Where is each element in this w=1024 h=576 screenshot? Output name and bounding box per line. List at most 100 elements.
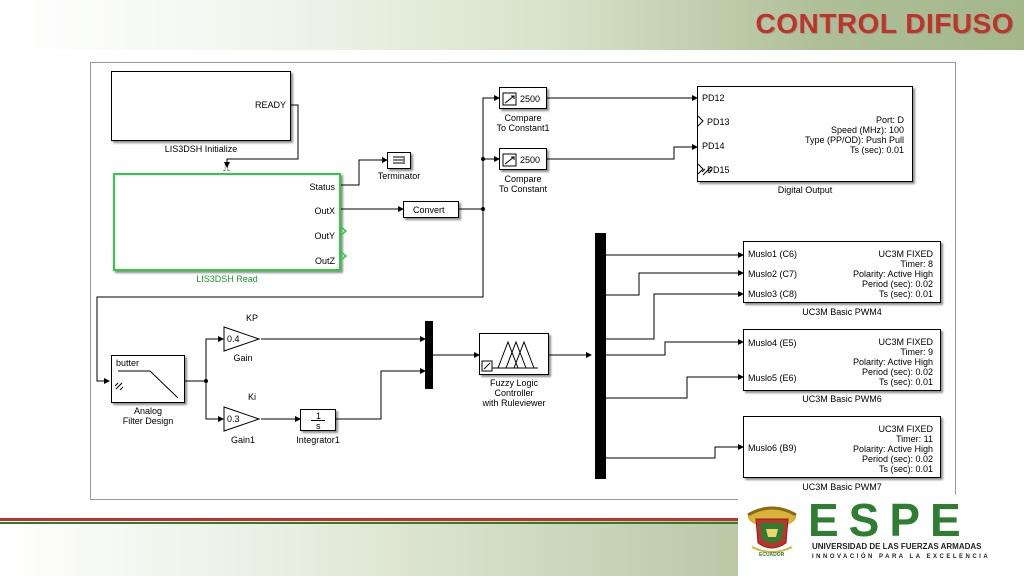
muslo4-port-label: Muslo4 (E5): [748, 338, 797, 348]
pwm7-param-name: UC3M FIXED: [878, 424, 933, 434]
pwm6-caption: UC3M Basic PWM6: [802, 394, 882, 404]
muslo3-port-label: Muslo3 (C8): [748, 289, 798, 299]
compare2-caption-2: To Constant: [498, 184, 548, 194]
pwm6-param-period: Period (sec): 0.02: [861, 367, 933, 377]
fuzzy-caption-2: Controller: [494, 388, 534, 398]
espe-subtitle-2: INNOVACIÓN PARA LA EXCELENCIA: [812, 554, 991, 560]
type-param: Type (PP/OD): Push Pull: [804, 135, 904, 145]
status-port-label: Status: [309, 182, 335, 192]
pwm4-caption: UC3M Basic PWM4: [802, 307, 882, 317]
pwm4-param-timer: Timer: 8: [900, 259, 933, 269]
uc3m-basic-pwm4-block[interactable]: Muslo1 (C6) Muslo2 (C7) Muslo3 (C8) UC3M…: [743, 241, 941, 303]
terminator-icon: [393, 156, 405, 164]
link-icon: [701, 166, 713, 176]
membership-functions-icon: [481, 340, 538, 372]
lis3dsh-initialize-caption: LIS3DSH Initialize: [164, 144, 238, 154]
compare-to-constant-block[interactable]: 2500: [499, 148, 547, 170]
speed-param: Speed (MHz): 100: [830, 125, 904, 135]
footer-red-stripe: [0, 518, 738, 521]
uc3m-basic-pwm6-block[interactable]: Muslo4 (E5) Muslo5 (E6) UC3M FIXED Timer…: [743, 329, 941, 391]
pwm7-param-polarity: Polarity: Active High: [852, 444, 933, 454]
seal-country-label: ECUADOR: [759, 552, 785, 558]
espe-subtitle-1: UNIVERSIDAD DE LAS FUERZAS ARMADAS: [812, 542, 982, 551]
pwm4-param-name: UC3M FIXED: [878, 249, 933, 259]
pd15-port-label: PD15: [707, 165, 730, 175]
pwm7-param-ts: Ts (sec): 0.01: [878, 464, 933, 474]
integrator-denominator: s: [316, 421, 321, 431]
read-output-port-arrows: [341, 227, 348, 261]
terminator-caption: Terminator: [377, 171, 421, 181]
lis3dsh-initialize-block[interactable]: READY: [111, 71, 291, 141]
mux-block[interactable]: [425, 321, 433, 389]
muslo5-port-label: Muslo5 (E6): [748, 373, 797, 383]
lis3dsh-read-block[interactable]: Status OutX OutY OutZ: [113, 173, 341, 271]
filter-caption-1: Analog: [133, 406, 163, 416]
pwm4-param-period: Period (sec): 0.02: [861, 279, 933, 289]
digital-output-block[interactable]: PD12 PD13 PD14 PD15 Port: D Speed (MHz):…: [697, 86, 913, 182]
compare-to-constant1-block[interactable]: 2500: [499, 87, 547, 109]
espe-wordmark: ESPE: [808, 494, 971, 546]
compare-icon: [502, 92, 517, 106]
compare1-value: 2500: [520, 94, 541, 104]
pd14-port-label: PD14: [702, 141, 725, 151]
convert-block[interactable]: Convert: [403, 201, 459, 218]
university-seal-icon: [747, 506, 797, 553]
espe-logo: ECUADOR ESPE UNIVERSIDAD DE LAS FUERZAS …: [738, 495, 1024, 576]
fuzzy-caption-3: with Ruleviewer: [482, 398, 546, 408]
gain-ki-block[interactable]: [223, 406, 261, 432]
fuzzy-caption-1: Fuzzy Logic: [489, 378, 539, 388]
pwm6-param-ts: Ts (sec): 0.01: [878, 377, 933, 387]
slide-header-bar: [0, 0, 1024, 50]
kp-label: KP: [246, 313, 259, 323]
gain-ki-caption: Gain1: [230, 435, 256, 445]
uc3m-basic-pwm7-block[interactable]: Muslo6 (B9) UC3M FIXED Timer: 11 Polarit…: [743, 416, 941, 478]
slide-footer-bar: [0, 518, 738, 576]
fraction-bar: [311, 420, 325, 421]
terminator-block[interactable]: [387, 152, 411, 169]
analog-filter-design-block[interactable]: butter: [111, 355, 185, 403]
pwm6-param-polarity: Polarity: Active High: [852, 357, 933, 367]
pd12-port-label: PD12: [702, 93, 725, 103]
trigger-icon: ⎍: [223, 163, 230, 174]
gain-kp-caption: Gain: [233, 353, 253, 363]
simulink-model-canvas: READY LIS3DSH Initialize ⎍ Status OutX O…: [90, 62, 956, 500]
ki-label: Ki: [248, 392, 257, 402]
digital-output-caption: Digital Output: [777, 185, 833, 195]
port-param: Port: D: [875, 115, 904, 125]
slide-title: CONTROL DIFUSO: [755, 8, 1014, 39]
pwm6-param-timer: Timer: 9: [900, 347, 933, 357]
ready-port-label: READY: [254, 100, 286, 110]
pwm7-param-period: Period (sec): 0.02: [861, 454, 933, 464]
integrator-numerator: 1: [316, 411, 322, 421]
digital-output-input-arrows: [697, 115, 704, 174]
muslo1-port-label: Muslo1 (C6): [748, 249, 798, 259]
integrator-caption: Integrator1: [296, 435, 340, 445]
muslo6-port-label: Muslo6 (B9): [748, 443, 797, 453]
gain-kp-value: 0.4: [227, 334, 240, 344]
gain-ki-value: 0.3: [227, 414, 240, 424]
pd13-port-label: PD13: [707, 117, 730, 127]
compare2-value: 2500: [520, 155, 541, 165]
compare-icon: [502, 153, 517, 167]
outy-port-label: OutY: [314, 231, 335, 241]
compare1-caption-2: To Constant1: [496, 123, 550, 133]
integrator-block[interactable]: 1 s: [300, 409, 336, 431]
demux-block[interactable]: [595, 233, 606, 479]
ts-param: Ts (sec): 0.01: [849, 145, 904, 155]
outx-port-label: OutX: [314, 206, 335, 216]
convert-label: Convert: [413, 205, 445, 215]
gain-kp-block[interactable]: [223, 326, 261, 352]
fuzzy-logic-controller-block[interactable]: [479, 333, 549, 375]
muslo2-port-label: Muslo2 (C7): [748, 269, 798, 279]
pwm6-param-name: UC3M FIXED: [878, 337, 933, 347]
lowpass-response-icon: [114, 370, 179, 399]
pwm7-caption: UC3M Basic PWM7: [802, 482, 882, 492]
footer-green-stripe: [0, 522, 738, 524]
compare1-caption-1: Compare: [504, 113, 542, 123]
filter-caption-2: Filter Design: [122, 416, 174, 426]
signal-wires: [96, 95, 744, 459]
filter-label: butter: [116, 358, 140, 368]
pwm7-param-timer: Timer: 11: [895, 434, 933, 444]
pwm4-param-polarity: Polarity: Active High: [852, 269, 933, 279]
pwm4-param-ts: Ts (sec): 0.01: [878, 289, 933, 299]
